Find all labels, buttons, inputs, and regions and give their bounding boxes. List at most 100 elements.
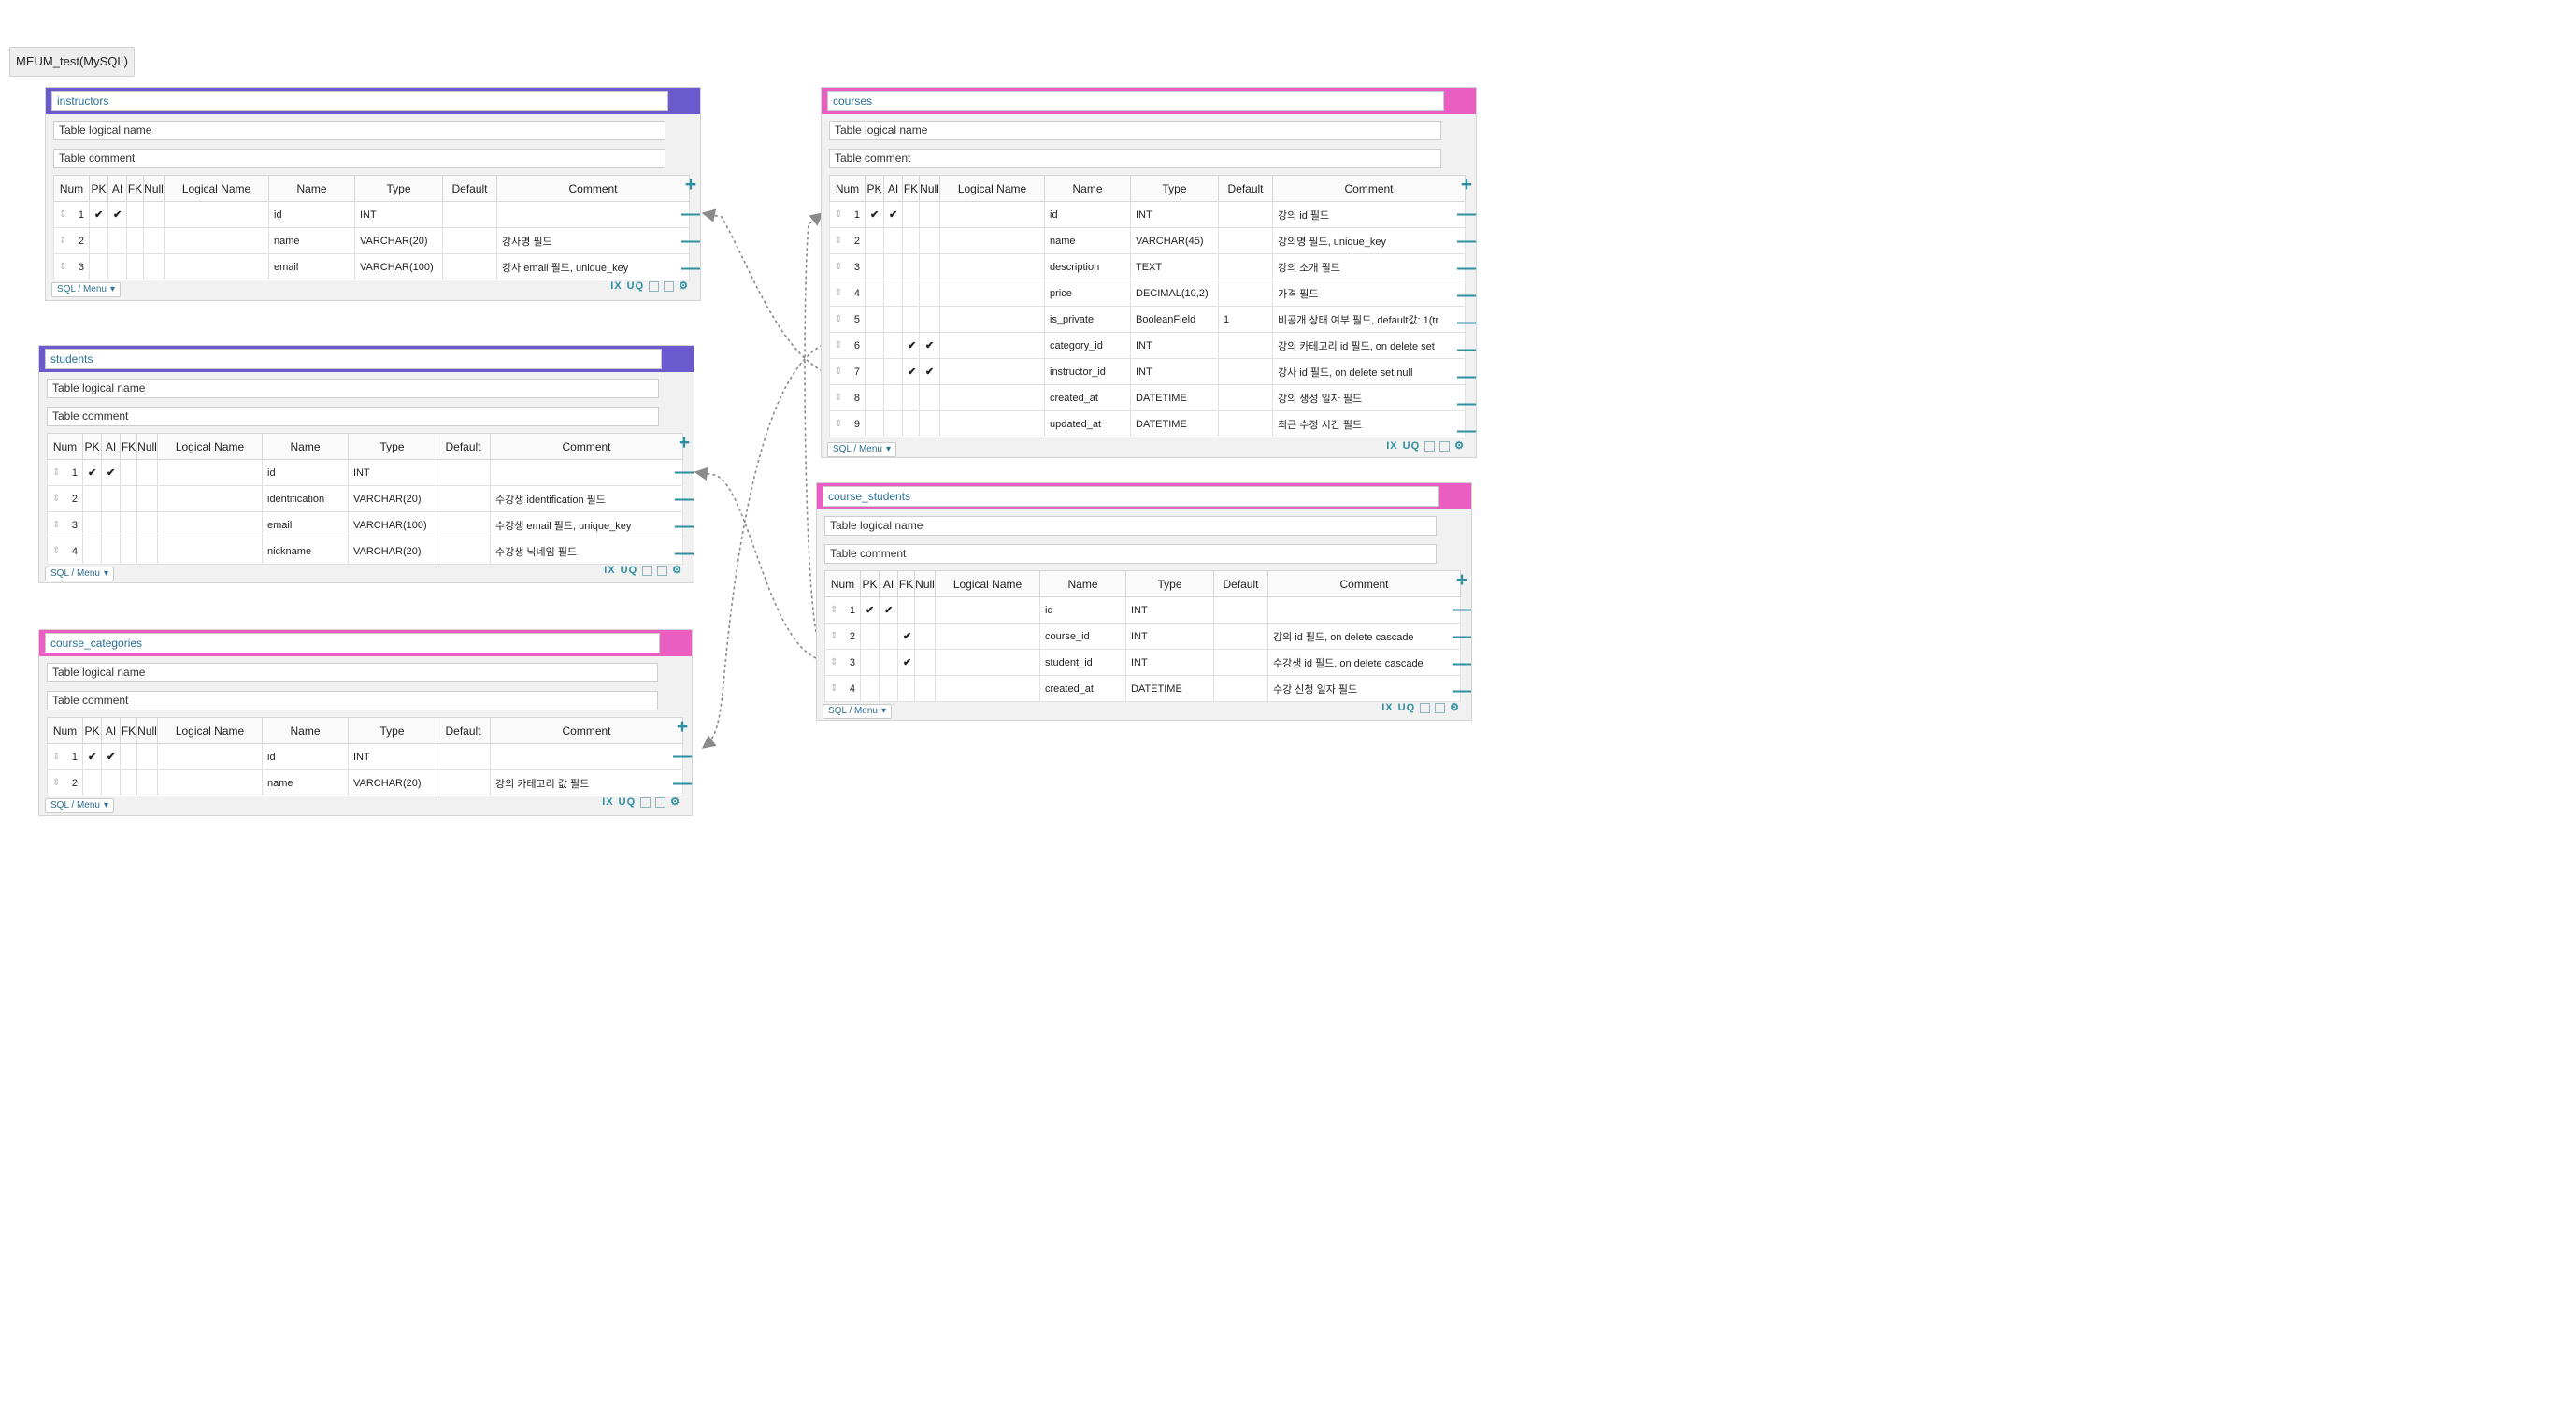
column-type-cell[interactable]: INT (348, 743, 436, 770)
row-num[interactable]: ⇕6 (829, 332, 866, 359)
fk-checkbox[interactable] (902, 306, 920, 333)
gear-icon[interactable]: ⚙ (672, 565, 682, 576)
column-default-cell[interactable] (1218, 410, 1273, 437)
sql-menu-dropdown[interactable]: SQL / Menu▾ (51, 282, 122, 297)
fk-checkbox[interactable]: ✔ (902, 358, 920, 385)
unique-button[interactable]: UQ (626, 280, 645, 292)
add-column-icon[interactable]: + (678, 432, 691, 453)
ai-checkbox[interactable] (883, 384, 903, 411)
row-num[interactable]: ⇕1 (829, 201, 866, 228)
null-checkbox[interactable] (143, 253, 165, 280)
remove-column-icon[interactable]: — (1457, 312, 1476, 333)
column-comment-cell[interactable]: 수강 신청 일자 필드 (1267, 675, 1461, 702)
column-comment-cell[interactable]: 비공개 상태 여부 필드, default값: 1(tr (1272, 306, 1466, 333)
column-type-cell[interactable]: INT (1130, 358, 1219, 385)
remove-column-icon[interactable]: — (1457, 394, 1476, 414)
table-name-field[interactable]: students (45, 349, 662, 369)
sort-handle-icon[interactable]: ⇕ (52, 751, 61, 762)
logical-name-cell[interactable] (939, 332, 1045, 359)
column-comment-cell[interactable]: 강의 id 필드 (1272, 201, 1466, 228)
pk-checkbox[interactable] (865, 306, 884, 333)
column-name-cell[interactable]: course_id (1039, 623, 1126, 650)
pk-checkbox[interactable] (89, 253, 108, 280)
expand-icon[interactable] (649, 280, 660, 292)
sort-handle-icon[interactable]: ⇕ (59, 208, 67, 220)
fk-checkbox[interactable] (897, 596, 915, 624)
row-num[interactable]: ⇕2 (47, 485, 83, 512)
column-type-cell[interactable]: DECIMAL(10,2) (1130, 280, 1219, 307)
sort-handle-icon[interactable]: ⇕ (830, 630, 838, 641)
row-num[interactable]: ⇕1 (824, 596, 861, 624)
column-comment-cell[interactable]: 가격 필드 (1272, 280, 1466, 307)
ai-checkbox[interactable] (883, 227, 903, 254)
remove-column-icon[interactable]: — (1453, 626, 1471, 647)
column-comment-cell[interactable]: 강사 email 필드, unique_key (496, 253, 690, 280)
table-logical-name-input[interactable]: Table logical name (47, 663, 658, 682)
ai-checkbox[interactable] (883, 253, 903, 280)
sort-handle-icon[interactable]: ⇕ (59, 261, 67, 272)
collapse-icon[interactable] (1435, 702, 1446, 713)
pk-checkbox[interactable] (865, 280, 884, 307)
column-type-cell[interactable]: VARCHAR(45) (1130, 227, 1219, 254)
remove-column-icon[interactable]: — (675, 462, 694, 482)
row-num[interactable]: ⇕3 (829, 253, 866, 280)
sort-handle-icon[interactable]: ⇕ (835, 287, 843, 298)
null-checkbox[interactable] (919, 306, 940, 333)
ai-checkbox[interactable]: ✔ (879, 596, 898, 624)
column-default-cell[interactable] (1218, 201, 1273, 228)
ai-checkbox[interactable] (883, 306, 903, 333)
fk-checkbox[interactable] (120, 459, 137, 486)
logical-name-cell[interactable] (935, 649, 1040, 676)
null-checkbox[interactable] (914, 596, 936, 624)
logical-name-cell[interactable] (935, 675, 1040, 702)
ai-checkbox[interactable] (101, 485, 121, 512)
ai-checkbox[interactable]: ✔ (101, 743, 121, 770)
column-type-cell[interactable]: INT (348, 459, 436, 486)
table-name-field[interactable]: course_categories (45, 633, 660, 653)
column-comment-cell[interactable]: 최근 수정 시간 필드 (1272, 410, 1466, 437)
collapse-icon[interactable] (655, 796, 666, 808)
null-checkbox[interactable] (136, 769, 158, 796)
logical-name-cell[interactable] (157, 459, 263, 486)
remove-column-icon[interactable]: — (1453, 653, 1471, 674)
null-checkbox[interactable] (919, 253, 940, 280)
column-name-cell[interactable]: email (262, 511, 349, 538)
null-checkbox[interactable] (136, 538, 158, 565)
remove-column-icon[interactable]: — (1457, 204, 1476, 224)
remove-column-icon[interactable]: — (1457, 339, 1476, 360)
column-name-cell[interactable]: created_at (1039, 675, 1126, 702)
column-type-cell[interactable]: TEXT (1130, 253, 1219, 280)
index-button[interactable]: IX (602, 796, 614, 808)
remove-column-icon[interactable]: — (675, 543, 694, 564)
column-type-cell[interactable]: DATETIME (1130, 410, 1219, 437)
row-num[interactable]: ⇕3 (47, 511, 83, 538)
table-logical-name-input[interactable]: Table logical name (53, 121, 665, 140)
column-comment-cell[interactable]: 강의 생성 일자 필드 (1272, 384, 1466, 411)
gear-icon[interactable]: ⚙ (1450, 702, 1460, 713)
column-default-cell[interactable] (442, 253, 497, 280)
unique-button[interactable]: UQ (1402, 440, 1421, 452)
remove-column-icon[interactable]: — (675, 516, 694, 537)
row-num[interactable]: ⇕8 (829, 384, 866, 411)
column-name-cell[interactable]: category_id (1044, 332, 1131, 359)
pk-checkbox[interactable] (82, 769, 102, 796)
null-checkbox[interactable] (143, 227, 165, 254)
column-type-cell[interactable]: VARCHAR(20) (354, 227, 443, 254)
logical-name-cell[interactable] (164, 201, 269, 228)
fk-checkbox[interactable] (120, 743, 137, 770)
row-num[interactable]: ⇕2 (829, 227, 866, 254)
remove-column-icon[interactable]: — (1453, 681, 1471, 701)
table-comment-input[interactable]: Table comment (53, 149, 665, 168)
pk-checkbox[interactable] (865, 227, 884, 254)
remove-column-icon[interactable]: — (681, 204, 700, 224)
pk-checkbox[interactable]: ✔ (865, 201, 884, 228)
index-button[interactable]: IX (610, 280, 623, 292)
table-students[interactable]: students Table logical name Table commen… (38, 345, 694, 583)
